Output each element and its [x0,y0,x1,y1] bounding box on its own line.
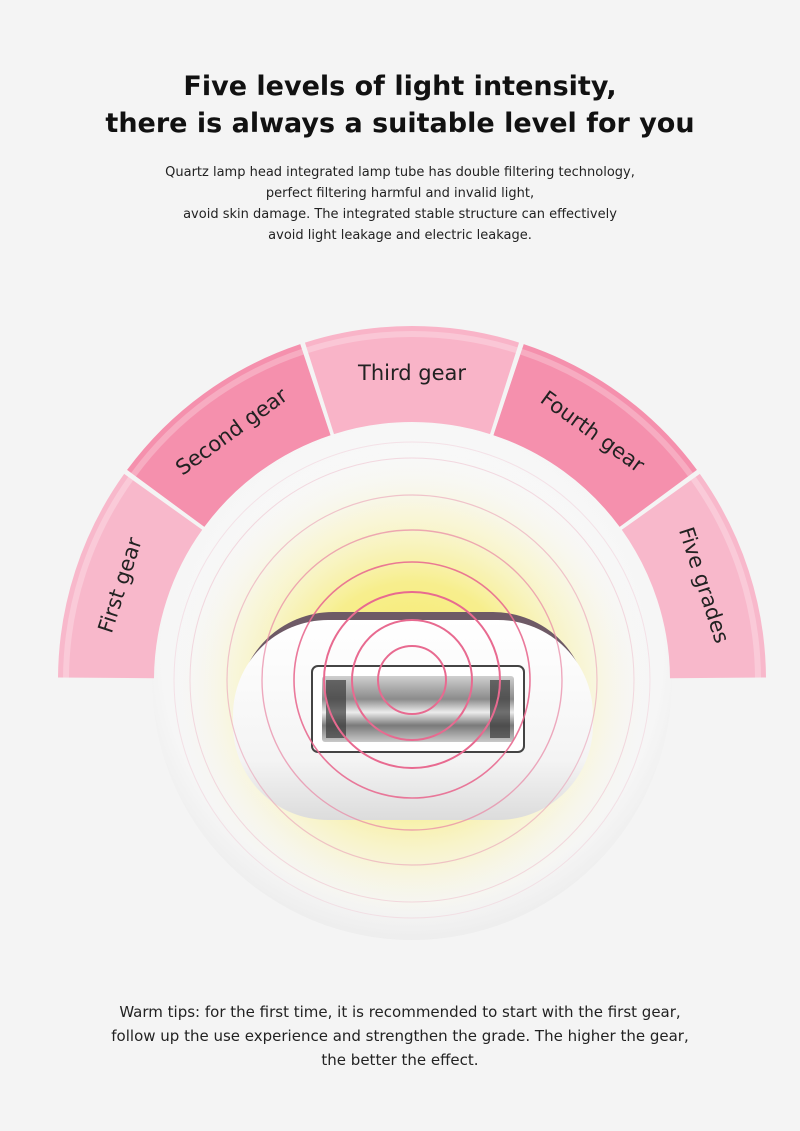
page-title: Five levels of light intensity, there is… [0,68,800,142]
description-line-1: Quartz lamp head integrated lamp tube ha… [165,165,635,180]
gear-segment [127,344,331,527]
gear-segment-highlight [520,348,693,477]
title-line-2: there is always a suitable level for you [105,108,695,139]
intensity-ring [293,561,531,799]
intensity-rings [173,441,651,919]
warm-tips: Warm tips: for the first time, it is rec… [0,1000,800,1072]
lamp-head-device [233,612,593,820]
quartz-lamp-tube [322,676,514,742]
lamp-end-left [326,680,346,738]
intensity-ring [351,619,473,741]
intensity-ring [189,457,635,903]
title-line-1: Five levels of light intensity, [183,71,617,102]
description-line-4: avoid light leakage and electric leakage… [268,228,532,243]
lamp-end-right [490,680,510,738]
gear-segment [304,326,520,435]
tips-line-2: follow up the use experience and strengt… [111,1027,689,1045]
gear-segment-highlight [306,331,518,354]
gear-segment [58,473,203,679]
intensity-ring [261,529,563,831]
gear-segment-highlight [131,348,304,477]
gear-segment [493,344,697,527]
intensity-ring [323,591,501,769]
description-line-3: avoid skin damage. The integrated stable… [183,207,617,222]
intensity-ring [377,645,447,715]
gear-segment-highlight [63,476,134,678]
intensity-ring [173,441,651,919]
description-line-2: perfect filtering harmful and invalid li… [265,186,535,201]
gear-label: Third gear [357,361,466,385]
intensity-ring [226,494,598,866]
gear-segment-highlight [690,476,761,678]
gear-segment [621,473,766,679]
tips-line-1: Warm tips: for the first time, it is rec… [119,1003,681,1021]
tips-line-3: the better the effect. [321,1051,479,1069]
description: Quartz lamp head integrated lamp tube ha… [0,162,800,246]
